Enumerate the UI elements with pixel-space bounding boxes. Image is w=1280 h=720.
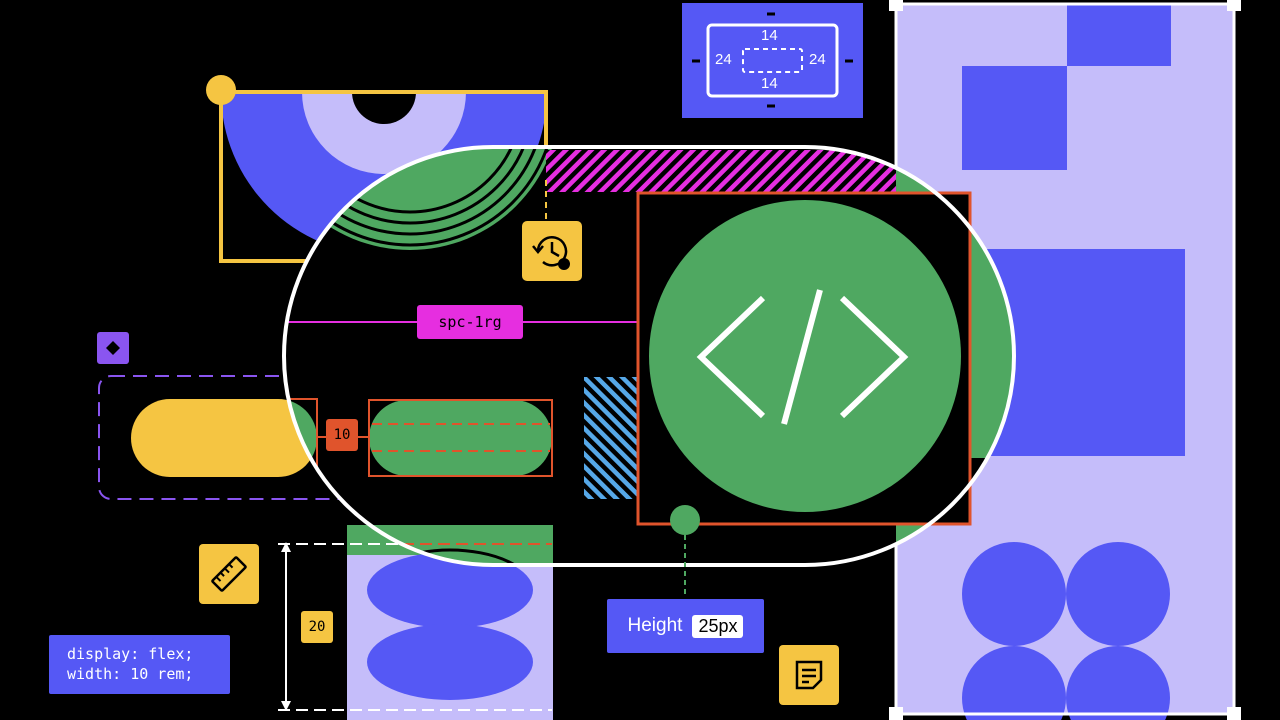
diamond-icon-tile	[97, 332, 129, 364]
ruler-icon-tile	[199, 544, 259, 604]
spacing-box	[682, 3, 863, 118]
height-tag-value: 25px	[692, 614, 744, 638]
padding-top-label: 14	[761, 27, 778, 44]
history-icon-tile	[522, 221, 582, 281]
document-icon-tile	[779, 645, 839, 705]
history-icon	[532, 236, 570, 270]
ruler-icon	[211, 556, 247, 592]
height-badge: 20	[301, 611, 333, 643]
padding-right-label: 24	[809, 51, 826, 68]
css-line-1: display: flex;	[67, 645, 194, 663]
gap-badge: 10	[326, 419, 358, 451]
diamond-icon	[106, 341, 120, 355]
css-snippet: display: flex; width: 10 rem;	[49, 635, 230, 694]
height-connector	[670, 505, 700, 598]
right-panel	[889, 0, 1241, 720]
padding-bottom-label: 14	[761, 75, 778, 92]
height-tag: Height 25px	[607, 599, 764, 653]
css-line-2: width: 10 rem;	[67, 665, 194, 683]
document-icon	[795, 660, 823, 690]
spacing-token-label: spc-1rg	[417, 305, 523, 339]
padding-left-label: 24	[715, 51, 732, 68]
height-tag-label: Height	[627, 615, 683, 636]
code-icon	[696, 289, 909, 425]
